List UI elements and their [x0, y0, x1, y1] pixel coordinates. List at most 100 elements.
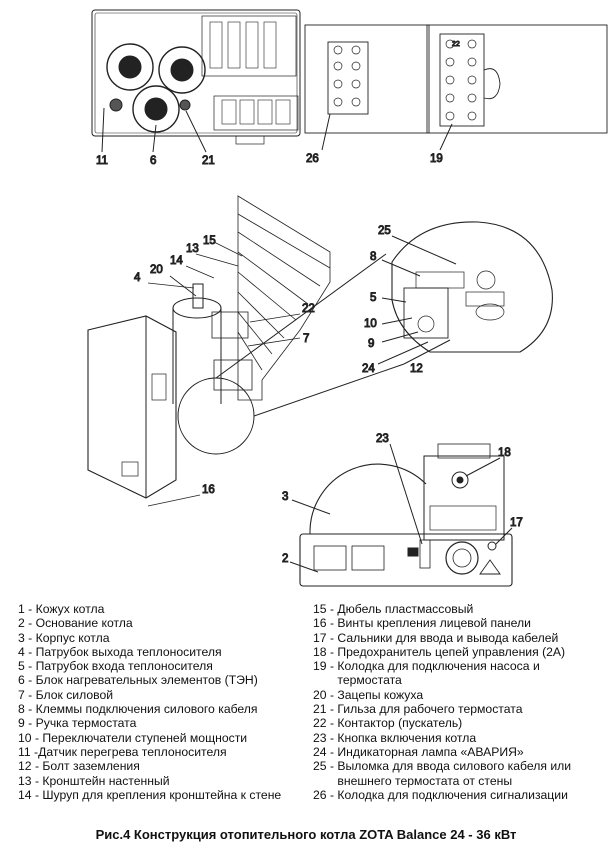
legend-item: 4 - Патрубок выхода теплоносителя — [18, 645, 308, 659]
pump-terminal-block — [426, 24, 608, 151]
legend-item: 25 - Выломка для ввода силового кабеля и… — [313, 759, 603, 788]
legend-text: Шуруп для крепления кронштейна к стене — [42, 787, 282, 802]
legend-number: 13 - — [18, 773, 43, 788]
legend-text: Корпус котла — [35, 630, 110, 645]
callout-15: 15 — [203, 235, 216, 247]
zoom-bubble-small — [177, 377, 255, 455]
legend-text: Дюбель пластмассовый — [337, 602, 474, 616]
legend-text: Датчик перегрева теплоносителя — [38, 744, 227, 759]
legend-item: 1 - Кожух котла — [18, 602, 308, 616]
legend-number: 2 - — [18, 616, 36, 631]
callout-7: 7 — [303, 333, 309, 345]
legend-text: Кнопка включения котла — [337, 730, 477, 745]
boiler-body — [172, 283, 253, 404]
legend-item: 17 - Сальники для ввода и вывода кабелей — [313, 631, 603, 645]
boiler-top-view — [91, 9, 301, 153]
callout-9: 9 — [368, 338, 374, 350]
legend-number: 4 - — [18, 644, 36, 659]
legend-item: 15 - Дюбель пластмассовый — [313, 602, 603, 616]
legend-number: 19 - — [313, 659, 338, 674]
legend-number: 8 - — [18, 702, 36, 717]
legend-text: Кронштейн настенный — [42, 773, 170, 788]
legend-number: 12 - — [18, 759, 43, 774]
legend-item: 13 - Кронштейн настенный — [18, 774, 308, 788]
callout-8: 8 — [370, 251, 376, 263]
boiler-casing — [87, 315, 177, 499]
legend-item: 9 - Ручка термостата — [18, 716, 308, 730]
brick-wall — [237, 195, 331, 401]
legend-number: 23 - — [313, 730, 338, 745]
legend-item: 2 - Основание котла — [18, 616, 308, 630]
legend-number: 7 - — [18, 687, 36, 702]
legend-text: Винты крепления лицевой панели — [337, 616, 531, 631]
signal-terminal-block — [304, 24, 430, 151]
legend-text: Переключатели ступеней мощности — [42, 730, 248, 745]
callout-5: 5 — [370, 292, 376, 304]
legend-item: 11 -Датчик перегрева теплоносителя — [18, 745, 308, 759]
legend-item: 20 - Зацепы кожуха — [313, 688, 603, 702]
legend-text: Патрубок входа теплоносителя — [35, 659, 213, 674]
legend-text: Блок силовой — [35, 687, 114, 702]
legend-number: 21 - — [313, 702, 338, 717]
legend-number: 22 - — [313, 716, 338, 731]
legend-number: 15 - — [313, 602, 338, 616]
legend-item: 14 - Шуруп для крепления кронштейна к ст… — [18, 788, 308, 802]
legend-item: 6 - Блок нагревательных элементов (ТЭН) — [18, 673, 308, 687]
callout-4: 4 — [134, 272, 141, 284]
boiler-construction-diagram: 11 6 21 26 19 22 — [87, 9, 608, 587]
legend-text: Колодка для подключения насоса и термост… — [337, 659, 540, 688]
callout-25: 25 — [378, 225, 391, 237]
heating-element-circles — [106, 43, 206, 133]
callout-22: 22 — [302, 303, 315, 315]
legend-number: 6 - — [18, 673, 36, 688]
power-block-zoom — [377, 221, 553, 365]
legend-text: Основание котла — [35, 616, 133, 631]
legend-text: Контактор (пускатель) — [337, 716, 463, 731]
callout-16: 16 — [202, 484, 215, 496]
legend-text: Кожух котла — [35, 602, 105, 616]
callout-23: 23 — [376, 433, 389, 445]
boiler-side-view — [289, 443, 513, 587]
callout-2: 2 — [282, 553, 288, 565]
callout-11: 11 — [96, 155, 108, 167]
legend-text: Индикаторная лампа «АВАРИЯ» — [337, 744, 524, 759]
legend-item: 19 - Колодка для подключения насоса и те… — [313, 659, 603, 688]
callout-17: 17 — [510, 517, 523, 529]
legend-text: Выломка для ввода силового кабеля или вн… — [337, 759, 572, 788]
legend-item: 5 - Патрубок входа теплоносителя — [18, 659, 308, 673]
legend-item: 26 - Колодка для подключения сигнализаци… — [313, 788, 603, 802]
legend-text: Зацепы кожуха — [337, 687, 424, 702]
callout-6: 6 — [150, 155, 156, 167]
figure-caption: Рис.4 Конструкция отопительного котла ZO… — [95, 827, 517, 842]
legend-number: 16 - — [313, 616, 338, 631]
legend-item: 16 - Винты крепления лицевой панели — [313, 616, 603, 630]
callout-20: 20 — [150, 264, 163, 276]
legend-item: 10 - Переключатели ступеней мощности — [18, 731, 308, 745]
callout-26: 26 — [306, 153, 319, 165]
terminal-label-22: 22 — [452, 41, 460, 48]
legend-number: 5 - — [18, 659, 36, 674]
callout-13: 13 — [186, 243, 199, 255]
legend-item: 8 - Клеммы подключения силового кабеля — [18, 702, 308, 716]
legend-number: 3 - — [18, 630, 36, 645]
callout-14: 14 — [170, 255, 183, 267]
legend-text: Болт заземления — [42, 759, 140, 774]
legend-text: Клеммы подключения силового кабеля — [35, 702, 258, 717]
callout-10: 10 — [364, 318, 377, 330]
legend-number: 20 - — [313, 687, 338, 702]
callout-21: 21 — [202, 155, 215, 167]
legend-item: 22 - Контактор (пускатель) — [313, 716, 603, 730]
callout-19: 19 — [430, 153, 443, 165]
legend-number: 17 - — [313, 630, 338, 645]
legend-number: 25 - — [313, 759, 338, 774]
legend-text: Блок нагревательных элементов (ТЭН) — [35, 673, 258, 688]
legend-number: 11 - — [18, 744, 39, 759]
legend-number: 9 - — [18, 716, 36, 731]
legend-text: Сальники для ввода и вывода кабелей — [337, 630, 559, 645]
legend-text: Предохранитель цепей управления (2А) — [337, 644, 566, 659]
callout-12: 12 — [410, 363, 423, 375]
legend-item: 24 - Индикаторная лампа «АВАРИЯ» — [313, 745, 603, 759]
callout-24: 24 — [362, 363, 375, 375]
